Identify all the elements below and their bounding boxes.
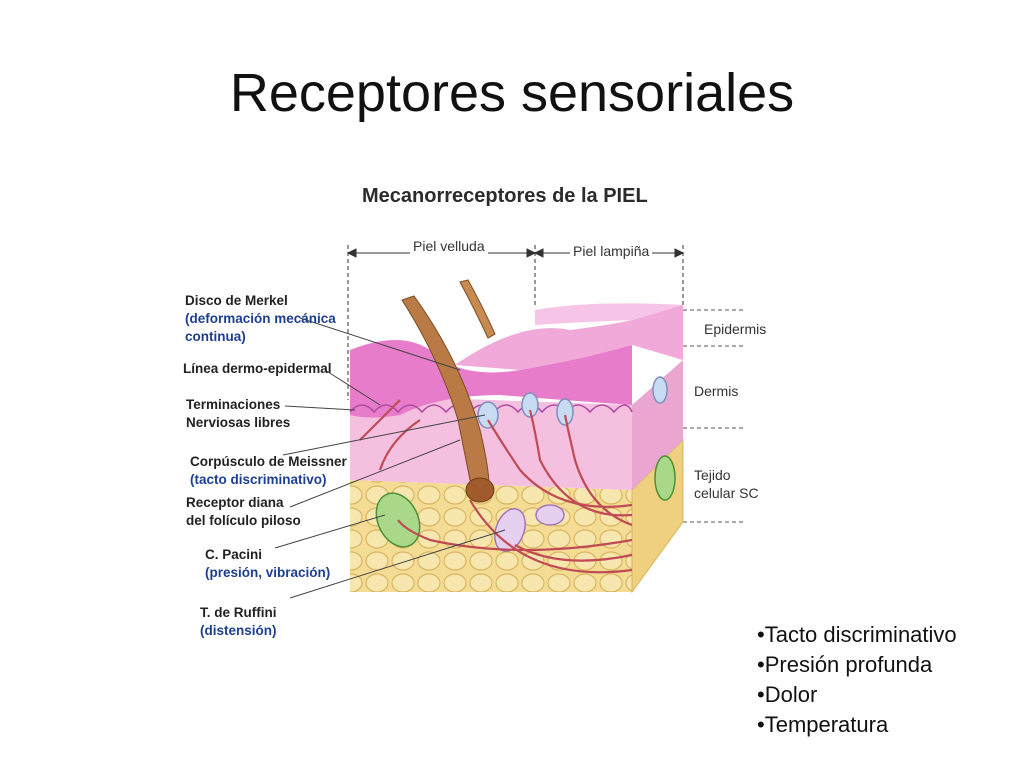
list-item: •Tacto discriminativo <box>757 622 957 647</box>
meissner-corpuscles <box>477 376 668 429</box>
label-dermo-epidermal-line: Línea dermo-epidermal <box>183 360 332 378</box>
list-item: •Temperatura <box>757 712 889 737</box>
layer-label-subcutaneous-2: celular SC <box>694 485 759 501</box>
section-label-glabrous: Piel lampiña <box>570 243 653 259</box>
label-meissner-note: (tacto discriminativo) <box>190 472 327 487</box>
label-dermo-name: Línea dermo-epidermal <box>183 361 332 376</box>
label-pacini-name: C. Pacini <box>205 547 263 562</box>
label-pacini-note: (presión, vibración) <box>205 565 331 580</box>
section-label-hairy: Piel velluda <box>410 238 488 254</box>
hair-follicle <box>401 279 496 503</box>
label-merkel-name: Disco de Merkel <box>185 293 288 308</box>
label-free-nerve-name: Terminaciones <box>186 397 281 412</box>
diagram-title: Mecanorreceptores de la PIEL <box>362 185 648 207</box>
label-ruffini-note: (distensión) <box>200 623 277 638</box>
list-item: •Presión profunda <box>757 652 933 677</box>
label-merkel-note: (deformación mecánica <box>185 311 336 326</box>
slide-title: Receptores sensoriales <box>229 63 795 123</box>
label-pacini: C. Pacini (presión, vibración) <box>205 546 330 582</box>
label-hair-follicle-receptor: Receptor diana del folículo piloso <box>186 494 301 530</box>
label-ruffini: T. de Ruffini (distensión) <box>200 604 277 640</box>
layer-label-subcutaneous-1: Tejido <box>694 467 731 483</box>
label-meissner-name: Corpúsculo de Meissner <box>190 454 347 469</box>
label-merkel-note2: continua) <box>185 329 246 344</box>
label-free-nerve-endings: Terminaciones Nerviosas libres <box>186 396 290 432</box>
leader-lines <box>274 317 506 599</box>
layer-label-subcutaneous: Tejido celular SC <box>694 466 759 502</box>
receptor-function-list: •Tacto discriminativo •Presión profunda … <box>757 620 957 740</box>
label-follicle-name2: del folículo piloso <box>186 513 301 528</box>
nerve-fibers <box>359 399 633 574</box>
label-meissner: Corpúsculo de Meissner (tacto discrimina… <box>190 453 347 489</box>
label-free-nerve-name2: Nerviosas libres <box>186 415 291 430</box>
label-follicle-name: Receptor diana <box>186 495 284 510</box>
layer-label-epidermis: Epidermis <box>704 321 767 337</box>
list-item: •Dolor <box>757 682 818 707</box>
epidermis-layer <box>350 303 683 418</box>
label-ruffini-name: T. de Ruffini <box>200 605 277 620</box>
label-merkel-disc: Disco de Merkel (deformación mecánica co… <box>185 292 336 346</box>
layer-label-dermis: Dermis <box>694 383 739 399</box>
layer-dividers <box>683 309 745 523</box>
